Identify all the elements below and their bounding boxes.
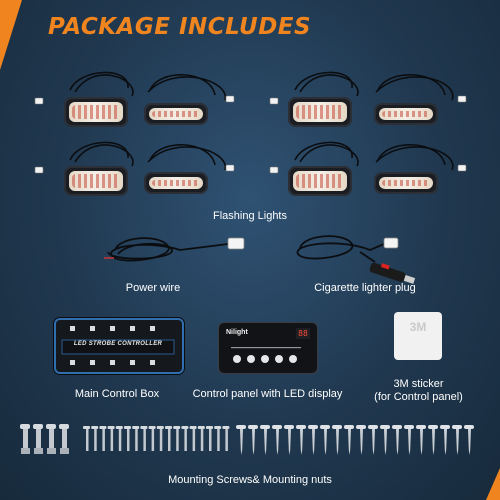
flashing-light-3: [288, 97, 352, 127]
control-panel-label: Control panel with LED display: [192, 388, 343, 400]
flashing-light-2: [144, 103, 208, 125]
page-title: PACKAGE INCLUDES: [48, 14, 312, 40]
sticker-text: 3M: [409, 320, 427, 334]
led-display: 88: [296, 328, 310, 339]
flashing-light-5: [64, 166, 128, 196]
cigarette-lighter-plug-label: Cigarette lighter plug: [314, 282, 416, 294]
flashing-light-7: [288, 166, 352, 196]
power-wire-label: Power wire: [125, 282, 181, 294]
control-panel-brand: Nilight: [226, 329, 248, 336]
main-control-box-label: Main Control Box: [74, 388, 160, 400]
3m-sticker-label: 3M sticker(for Control panel): [366, 378, 471, 404]
main-control-box: LED STROBE CONTROLLER: [54, 318, 184, 374]
flashing-lights-label: Flashing Lights: [213, 210, 287, 222]
3m-sticker: 3M: [394, 312, 442, 360]
flashing-light-6: [144, 172, 208, 194]
corner-accent-bottom-right: [486, 468, 500, 500]
flashing-light-8: [374, 172, 438, 194]
mounting-screws-label: Mounting Screws& Mounting nuts: [168, 474, 332, 486]
corner-accent-top-left: [0, 0, 22, 70]
control-panel: Nilight 88: [218, 322, 318, 374]
control-box-text: LED STROBE CONTROLLER: [73, 341, 163, 347]
flashing-light-4: [374, 103, 438, 125]
flashing-light-1: [64, 97, 128, 127]
3m-sticker-label-text: 3M sticker(for Control panel): [374, 378, 463, 403]
